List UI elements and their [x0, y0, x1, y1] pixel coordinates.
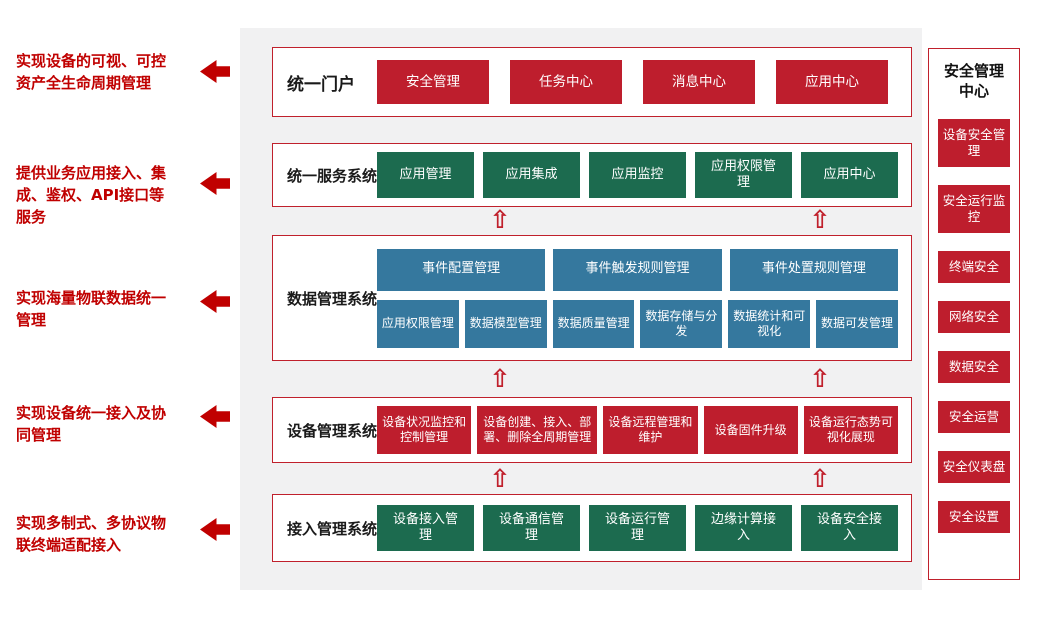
- up-arrow-icon: ⇧: [809, 464, 831, 493]
- block-device-secure-access: 设备安全接入: [801, 505, 898, 551]
- row-access-mgmt: 接入管理系统 设备接入管理 设备通信管理 设备运行管理 边缘计算接入 设备安全接…: [272, 494, 912, 562]
- block-edge-computing: 边缘计算接入: [695, 505, 792, 551]
- block-device-status-visual: 设备运行态势可视化展现: [803, 406, 898, 454]
- block-terminal-security: 终端安全: [938, 251, 1010, 283]
- block-app-permission: 应用权限管理: [695, 152, 792, 198]
- security-center-title: 安全管理中心: [943, 62, 1004, 100]
- block-app-center-2: 应用中心: [801, 152, 898, 198]
- block-data-model: 数据模型管理: [464, 299, 547, 348]
- block-event-handling-rules: 事件处置规则管理: [729, 248, 898, 291]
- block-device-firmware: 设备固件升级: [703, 406, 798, 454]
- block-device-lifecycle: 设备创建、接入、部署、删除全周期管理: [477, 406, 598, 454]
- block-task-center: 任务中心: [510, 60, 622, 104]
- row-unified-service-label: 统一服务系统: [287, 166, 378, 185]
- block-security-dashboard: 安全仪表盘: [938, 451, 1010, 483]
- up-arrow-icon: ⇧: [489, 464, 511, 493]
- left-arrow-icon: [200, 290, 230, 313]
- row-unified-service: 统一服务系统 应用管理 应用集成 应用监控 应用权限管理 应用中心: [272, 143, 912, 207]
- left-arrow-icon: [200, 172, 230, 195]
- block-event-trigger-rules: 事件触发规则管理: [553, 248, 722, 291]
- block-app-center: 应用中心: [776, 60, 888, 104]
- up-arrow-icon: ⇧: [809, 205, 831, 234]
- block-message-center: 消息中心: [643, 60, 755, 104]
- row-access-mgmt-label: 接入管理系统: [287, 519, 378, 538]
- block-device-operation: 设备运行管理: [589, 505, 686, 551]
- block-security-operation: 安全运营: [938, 401, 1010, 433]
- service-buttons: 应用管理 应用集成 应用监控 应用权限管理 应用中心: [377, 152, 911, 198]
- left-arrow-icon: [200, 60, 230, 83]
- block-device-comm: 设备通信管理: [483, 505, 580, 551]
- annotation-service: 提供业务应用接入、集 成、鉴权、API接口等 服务: [16, 164, 167, 226]
- data-mgmt-buttons: 事件配置管理 事件触发规则管理 事件处置规则管理 应用权限管理 数据模型管理 数…: [377, 248, 911, 348]
- block-device-security-mgmt: 设备安全管理: [938, 119, 1010, 167]
- block-data-security: 数据安全: [938, 351, 1010, 383]
- block-app-permission-mgmt: 应用权限管理: [377, 299, 459, 348]
- block-event-config: 事件配置管理: [377, 248, 546, 291]
- row-data-mgmt: 数据管理系统 事件配置管理 事件触发规则管理 事件处置规则管理 应用权限管理 数…: [272, 235, 912, 361]
- block-app-monitor: 应用监控: [589, 152, 686, 198]
- row-unified-portal-label: 统一门户: [287, 74, 355, 95]
- block-app-integration: 应用集成: [483, 152, 580, 198]
- row-data-mgmt-label: 数据管理系统: [287, 289, 378, 308]
- row-unified-portal: 统一门户 安全管理 任务中心 消息中心 应用中心: [272, 47, 912, 117]
- block-data-storage: 数据存储与分发: [640, 299, 723, 348]
- left-arrow-icon: [200, 518, 230, 541]
- annotation-data: 实现海量物联数据统一 管理: [16, 289, 167, 329]
- block-data-statistics: 数据统计和可视化: [728, 299, 811, 348]
- annotation-lifecycle: 实现设备的可视、可控 资产全生命周期管理: [16, 52, 167, 92]
- device-mgmt-buttons: 设备状况监控和控制管理 设备创建、接入、部署、删除全周期管理 设备远程管理和维护…: [377, 406, 911, 454]
- block-device-access: 设备接入管理: [377, 505, 474, 551]
- block-device-remote-maint: 设备远程管理和维护: [603, 406, 698, 454]
- up-arrow-icon: ⇧: [489, 364, 511, 393]
- block-network-security: 网络安全: [938, 301, 1010, 333]
- block-security-mgmt: 安全管理: [377, 60, 489, 104]
- block-security-run-monitor: 安全运行监控: [938, 185, 1010, 233]
- block-data-quality: 数据质量管理: [552, 299, 635, 348]
- annotation-device: 实现设备统一接入及协 同管理: [16, 404, 167, 444]
- security-center-panel: 安全管理中心 设备安全管理 安全运行监控 终端安全 网络安全 数据安全 安全运营…: [928, 48, 1020, 580]
- up-arrow-icon: ⇧: [809, 364, 831, 393]
- annotation-access: 实现多制式、多协议物 联终端适配接入: [16, 514, 167, 554]
- row-device-mgmt: 设备管理系统 设备状况监控和控制管理 设备创建、接入、部署、删除全周期管理 设备…: [272, 397, 912, 463]
- block-device-monitor-control: 设备状况监控和控制管理: [377, 406, 472, 454]
- up-arrow-icon: ⇧: [489, 205, 511, 234]
- main-panel: 统一门户 安全管理 任务中心 消息中心 应用中心 统一服务系统 应用管理 应用集…: [240, 28, 922, 590]
- row-device-mgmt-label: 设备管理系统: [287, 421, 378, 440]
- block-app-mgmt: 应用管理: [377, 152, 474, 198]
- block-security-settings: 安全设置: [938, 501, 1010, 533]
- block-data-dispatch: 数据可发管理: [816, 299, 898, 348]
- portal-buttons: 安全管理 任务中心 消息中心 应用中心: [377, 60, 911, 104]
- left-arrow-icon: [200, 405, 230, 428]
- access-mgmt-buttons: 设备接入管理 设备通信管理 设备运行管理 边缘计算接入 设备安全接入: [377, 505, 911, 551]
